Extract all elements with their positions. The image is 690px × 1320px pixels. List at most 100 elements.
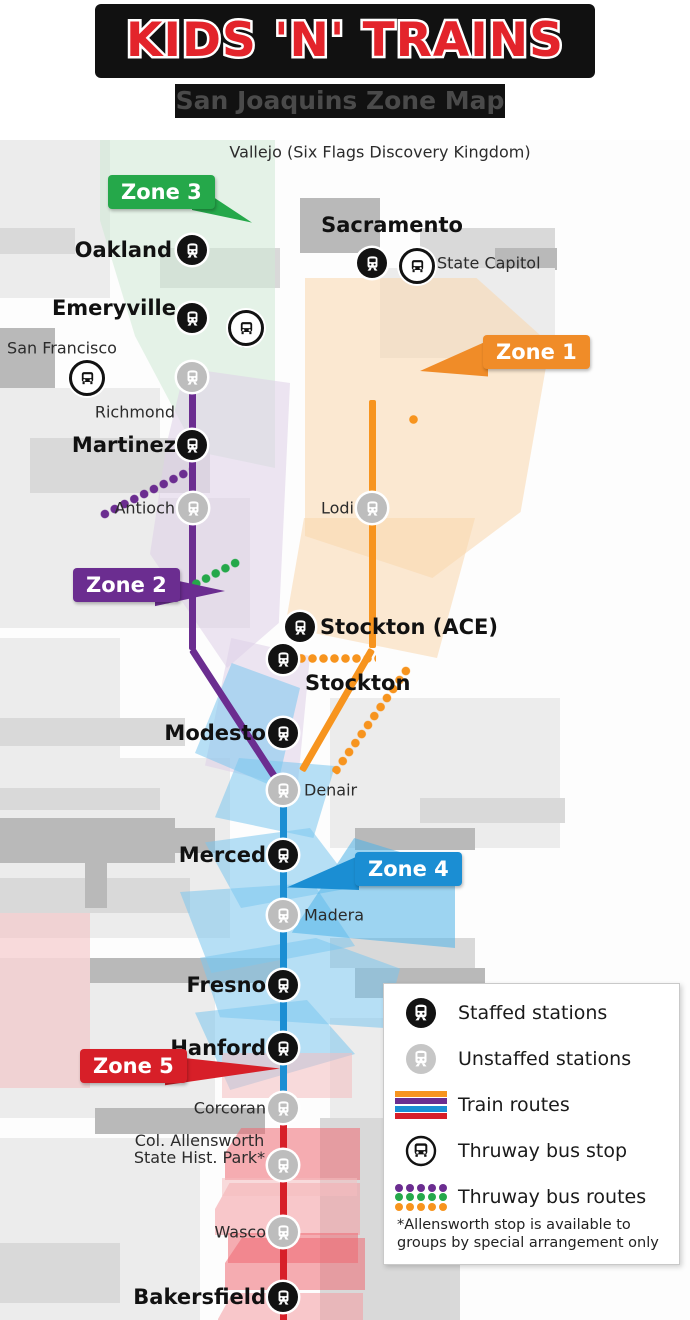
bus-icon xyxy=(81,371,93,384)
bus-icon xyxy=(411,259,423,272)
bus-icon xyxy=(240,321,252,334)
train-icon xyxy=(187,242,197,258)
zone-map[interactable]: Vallejo (Six Flags Discovery Kingdom) Sa… xyxy=(0,138,690,1320)
zone4-tag[interactable]: Zone 4 xyxy=(355,852,462,886)
map-legend: Staffed stations Unstaffed stations xyxy=(383,983,680,1265)
train-routes-swatch xyxy=(395,1090,447,1120)
staffed-station-icon xyxy=(384,997,458,1029)
station-label-wasco: Wasco xyxy=(214,1222,266,1242)
train-icon xyxy=(278,1289,288,1305)
zone5-tag-label: Zone 5 xyxy=(93,1054,174,1078)
legend-row-train-routes: Train routes xyxy=(384,1082,679,1128)
station-marker-fresno[interactable] xyxy=(268,970,298,1000)
legend-label-bus-stop: Thruway bus stop xyxy=(458,1140,628,1162)
legend-label-staffed: Staffed stations xyxy=(458,1002,608,1024)
land-mass xyxy=(0,228,75,254)
legend-row-unstaffed: Unstaffed stations xyxy=(384,1036,679,1082)
train-icon xyxy=(188,500,198,516)
train-route-blue xyxy=(280,793,287,1123)
page-title: KIDS 'N' TRAINS xyxy=(124,11,566,71)
station-marker-antioch[interactable] xyxy=(178,493,208,523)
station-label-denair: Denair xyxy=(304,780,358,800)
station-marker-corcoran[interactable] xyxy=(268,1093,298,1123)
station-marker-emeryville[interactable] xyxy=(177,303,207,333)
station-marker-modesto[interactable] xyxy=(268,718,298,748)
land-mass xyxy=(355,828,475,850)
station-marker-stockton-ace[interactable] xyxy=(285,612,315,642)
zone5-territory xyxy=(0,913,90,1088)
train-icon xyxy=(278,725,288,741)
zone2-tag[interactable]: Zone 2 xyxy=(73,568,180,602)
station-label-corcoran: Corcoran xyxy=(193,1098,266,1118)
bus-route-green xyxy=(239,338,248,558)
train-icon xyxy=(367,255,377,271)
station-label-bakersfield: Bakersfield xyxy=(133,1285,266,1309)
train-icon xyxy=(278,907,288,923)
station-marker-hanford[interactable] xyxy=(268,1033,298,1063)
station-marker-sacramento[interactable] xyxy=(357,248,387,278)
station-marker-lodi[interactable] xyxy=(357,493,387,523)
land-mass xyxy=(420,798,565,823)
station-marker-allensworth[interactable] xyxy=(268,1150,298,1180)
station-label-merced: Merced xyxy=(178,843,266,867)
station-marker-martinez[interactable] xyxy=(177,430,207,460)
legend-label-bus-routes: Thruway bus routes xyxy=(458,1186,647,1208)
legend-row-bus-stop: Thruway bus stop xyxy=(384,1128,679,1174)
station-marker-state-capitol[interactable] xyxy=(399,248,435,284)
land-mass xyxy=(0,1243,120,1303)
train-icon xyxy=(278,782,288,798)
station-marker-stockton[interactable] xyxy=(268,644,298,674)
station-label-richmond: Richmond xyxy=(94,402,175,422)
station-marker-wasco[interactable] xyxy=(268,1217,298,1247)
station-marker-bakersfield[interactable] xyxy=(268,1282,298,1312)
bus-route-orange xyxy=(409,414,418,664)
station-marker-denair[interactable] xyxy=(268,775,298,805)
train-icon xyxy=(278,1040,288,1056)
train-route-orange xyxy=(369,400,376,648)
zone3-tag[interactable]: Zone 3 xyxy=(108,175,215,209)
train-icon xyxy=(187,310,197,326)
station-marker-san-francisco[interactable] xyxy=(69,360,105,396)
bus-route-dots-orange xyxy=(395,1202,447,1211)
station-label-state-capitol: State Capitol xyxy=(437,253,541,273)
train-icon xyxy=(278,1224,288,1240)
train-icon xyxy=(278,977,288,993)
station-label-allensworth-line1: Col. Allensworth xyxy=(134,1131,265,1151)
legend-label-unstaffed: Unstaffed stations xyxy=(458,1048,632,1070)
station-label-lodi: Lodi xyxy=(320,498,354,518)
station-marker-merced[interactable] xyxy=(268,840,298,870)
bus-route-dots-purple xyxy=(395,1183,447,1192)
land-mass xyxy=(0,788,160,810)
land-mass xyxy=(0,328,55,388)
legend-row-staffed: Staffed stations xyxy=(384,990,679,1036)
station-label-emeryville: Emeryville xyxy=(51,296,176,320)
train-icon xyxy=(278,1100,288,1116)
station-marker-vallejo[interactable] xyxy=(228,310,264,346)
legend-note: *Allensworth stop is available to groups… xyxy=(397,1217,659,1252)
station-label-antioch: Antioch xyxy=(114,498,175,518)
train-icon xyxy=(367,500,377,516)
bus-routes-icon xyxy=(384,1183,458,1211)
station-marker-madera[interactable] xyxy=(268,900,298,930)
land-mass xyxy=(300,198,380,253)
train-route-swatch-orange xyxy=(395,1090,447,1097)
station-marker-richmond[interactable] xyxy=(177,362,207,392)
land-mass xyxy=(95,828,215,853)
station-label-stockton: Stockton xyxy=(305,671,411,695)
zone1-tag-label: Zone 1 xyxy=(496,340,577,364)
train-icon xyxy=(278,1157,288,1173)
train-route-swatch-red xyxy=(395,1113,447,1120)
page-subtitle: San Joaquins Zone Map xyxy=(175,86,505,115)
legend-row-bus-routes: Thruway bus routes xyxy=(384,1174,679,1220)
zone5-tag[interactable]: Zone 5 xyxy=(80,1049,187,1083)
station-label-oakland: Oakland xyxy=(74,238,172,262)
land-mass xyxy=(0,138,110,298)
title-plate xyxy=(95,4,595,78)
station-marker-oakland[interactable] xyxy=(177,235,207,265)
station-label-allensworth: Col. Allensworth State Hist. Park* xyxy=(132,1131,267,1167)
zone1-tag[interactable]: Zone 1 xyxy=(483,335,590,369)
land-mass xyxy=(95,1108,265,1134)
page-header: KIDS 'N' TRAINS San Joaquins Zone Map xyxy=(0,0,690,140)
bus-routes-dotgrid xyxy=(395,1183,447,1211)
legend-label-train-routes: Train routes xyxy=(458,1094,570,1116)
